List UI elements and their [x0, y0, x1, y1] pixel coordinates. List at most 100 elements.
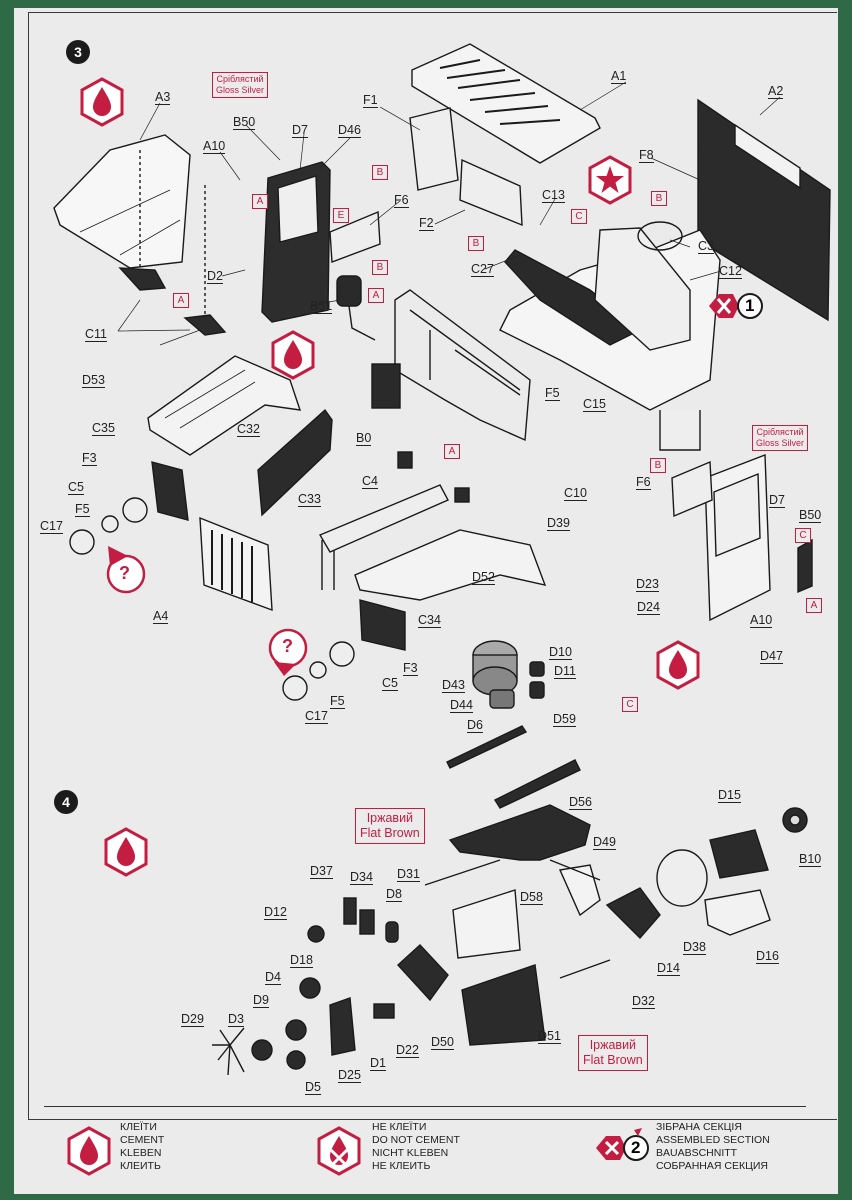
part-label: D56 — [569, 795, 592, 810]
part-label: D2 — [207, 269, 223, 284]
sprue-letter-box: B — [372, 165, 388, 180]
paint-name-en: Gloss Silver — [756, 438, 805, 448]
sprue-letter-box: A — [806, 598, 822, 613]
legend-text-uk: ЗІБРАНА СЕКЦІЯ — [656, 1121, 742, 1133]
part-label: C32 — [237, 422, 260, 437]
part-label: D7 — [292, 123, 308, 138]
legend-text-en: DO NOT CEMENT — [372, 1134, 460, 1146]
cement-drop-icon — [80, 77, 124, 127]
cement-drop-icon — [104, 827, 148, 877]
part-label: B50 — [233, 115, 256, 130]
part-label: B50 — [799, 508, 822, 523]
part-label: A2 — [768, 84, 784, 99]
cement-drop-icon — [656, 640, 700, 690]
sprue-letter-box: B — [650, 458, 666, 473]
part-label: A4 — [153, 609, 169, 624]
question-marker-icon — [268, 628, 308, 676]
part-label: F3 — [82, 451, 97, 466]
paint-name-uk: Сріблястий — [756, 427, 804, 437]
part-label: F3 — [403, 661, 418, 676]
part-label: D12 — [264, 905, 287, 920]
part-label: D31 — [397, 867, 420, 882]
cement-drop-icon — [271, 330, 315, 380]
part-label: C17 — [305, 709, 328, 724]
legend-text-ru: НЕ КЛЕИТЬ — [372, 1160, 431, 1172]
sprue-letter-box: B — [651, 191, 667, 206]
part-label: C3 — [698, 239, 714, 254]
part-label: D52 — [472, 570, 495, 585]
question-marker-glyph: ? — [119, 563, 130, 583]
part-label: D7 — [769, 493, 785, 508]
sprue-letter-box: A — [173, 293, 189, 308]
part-label: D51 — [538, 1029, 561, 1044]
question-marker-glyph: ? — [282, 636, 293, 656]
sprue-letter-box: C — [571, 209, 587, 224]
sprue-letter-box: B — [468, 236, 484, 251]
sprue-letter-box: B — [372, 260, 388, 275]
part-label: A10 — [203, 139, 226, 154]
part-label: D53 — [82, 373, 105, 388]
legend-divider — [44, 1106, 806, 1107]
part-label: D15 — [718, 788, 741, 803]
legend-cement: КЛЕЇТИ CEMENT KLEBEN КЛЕИТЬ — [120, 1121, 164, 1173]
sprue-letter-box: A — [368, 288, 384, 303]
part-label: A10 — [750, 613, 773, 628]
part-label: D6 — [467, 718, 483, 733]
paint-name-uk: Іржавий — [589, 1038, 637, 1052]
part-label: C4 — [362, 474, 378, 489]
part-label: C5 — [68, 480, 84, 495]
part-label: F2 — [419, 216, 434, 231]
part-label: B51 — [310, 299, 333, 314]
part-label: B0 — [356, 431, 372, 446]
part-label: D59 — [553, 712, 576, 727]
paint-name-en: Flat Brown — [583, 1053, 643, 1067]
paint-name-en: Gloss Silver — [216, 85, 265, 95]
page-frame — [28, 12, 837, 1120]
sprue-letter-box: A — [252, 194, 268, 209]
sprue-letter-box: A — [444, 444, 460, 459]
part-label: D23 — [636, 577, 659, 592]
part-label: D43 — [442, 678, 465, 693]
legend-text-ru: КЛЕИТЬ — [120, 1160, 161, 1172]
legend-text-ru: СОБРАННАЯ СЕКЦИЯ — [656, 1160, 768, 1172]
part-label: D38 — [683, 940, 706, 955]
legend-text-uk: НЕ КЛЕЇТИ — [372, 1121, 427, 1133]
paint-name-uk: Іржавий — [366, 811, 414, 825]
part-label: D14 — [657, 961, 680, 976]
part-label: D9 — [253, 993, 269, 1008]
part-label: C17 — [40, 519, 63, 534]
sprue-letter-box: C — [795, 528, 811, 543]
sprue-letter-box: E — [333, 208, 349, 223]
part-label: F5 — [330, 694, 345, 709]
no-cement-drop-icon — [317, 1126, 361, 1176]
part-label: D39 — [547, 516, 570, 531]
part-label: C33 — [298, 492, 321, 507]
step-3-marker: 3 — [66, 40, 90, 64]
part-label: D11 — [554, 664, 577, 679]
part-label: D18 — [290, 953, 313, 968]
part-label: D34 — [350, 870, 373, 885]
part-label: D5 — [305, 1080, 321, 1095]
part-label: D50 — [431, 1035, 454, 1050]
part-label: F5 — [75, 502, 90, 517]
part-label: D58 — [520, 890, 543, 905]
part-label: D47 — [760, 649, 783, 664]
assembled-section-icon — [709, 293, 763, 319]
legend-text-uk: КЛЕЇТИ — [120, 1121, 157, 1133]
part-label: C11 — [85, 327, 108, 342]
assembled-section-number: 1 — [745, 296, 755, 315]
part-label: A1 — [611, 69, 627, 84]
part-label: D16 — [756, 949, 779, 964]
part-label: F5 — [545, 386, 560, 401]
part-label: F6 — [394, 193, 409, 208]
paint-name-uk: Сріблястий — [216, 74, 264, 84]
part-label: D32 — [632, 994, 655, 1009]
part-label: C35 — [92, 421, 115, 436]
assembled-section-icon — [596, 1128, 649, 1161]
star-icon — [588, 155, 632, 205]
part-label: D46 — [338, 123, 361, 138]
part-label: D25 — [338, 1068, 361, 1083]
